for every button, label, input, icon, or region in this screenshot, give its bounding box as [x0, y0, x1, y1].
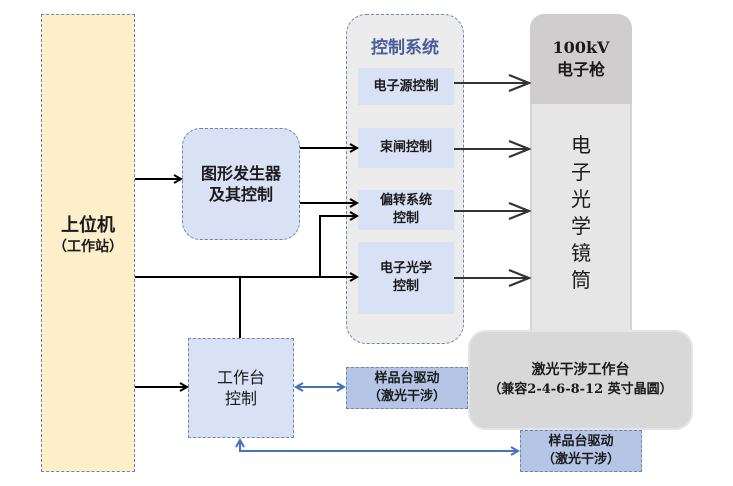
electron-optical-column-block: 电 子 光 学 镜 筒: [530, 104, 632, 354]
electron-gun-voltage: 100kV: [552, 38, 610, 57]
electron-gun-label: 电子枪: [556, 60, 605, 79]
stage-drive-2-line1: 样品台驱动: [548, 434, 614, 449]
pattern-generator-block: 图形发生器 及其控制: [182, 128, 300, 240]
electron-source-control-block: 电子源控制: [358, 68, 454, 105]
stage-drive-1-line1: 样品台驱动: [374, 371, 440, 386]
column-char: 筒: [571, 268, 591, 292]
stage-drive-1-line2: （激光干涉）: [367, 389, 446, 404]
laser-stage-title: 激光干涉工作台: [531, 362, 630, 378]
control-system-title: 控制系统: [371, 38, 439, 58]
deflection-control-line2: 控制: [392, 211, 419, 226]
laser-interferometer-stage-block: 激光干涉工作台 （兼容2-4-6-8-12 英寸晶圆）: [468, 330, 693, 430]
column-char: 镜: [571, 241, 591, 265]
stage-control-block: 工作台 控制: [188, 338, 294, 438]
electron-gun-block: 100kV 电子枪: [530, 14, 632, 104]
column-char: 光: [571, 187, 591, 211]
stage-drive-block-1: 样品台驱动 （激光干涉）: [346, 367, 468, 409]
electron-optics-control-line2: 控制: [392, 279, 419, 294]
arrow-stage-control-to-drive-2: [240, 440, 518, 451]
pattern-generator-line2: 及其控制: [208, 185, 273, 204]
host-computer-block: 上位机 （工作站）: [41, 14, 135, 472]
column-char: 电: [571, 133, 591, 157]
host-subtitle: （工作站）: [53, 239, 123, 255]
beam-blanker-control-block: 束闸控制: [358, 128, 454, 168]
pattern-generator-line1: 图形发生器: [200, 164, 281, 183]
column-char: 子: [571, 160, 591, 184]
stage-drive-block-2: 样品台驱动 （激光干涉）: [520, 430, 642, 472]
laser-stage-subtitle: （兼容2-4-6-8-12 英寸晶圆）: [488, 382, 673, 397]
host-title: 上位机: [61, 215, 115, 236]
stage-control-line2: 控制: [224, 389, 257, 408]
stage-control-line1: 工作台: [216, 368, 265, 387]
column-char: 学: [571, 214, 591, 238]
deflection-control-block: 偏转系统 控制: [358, 190, 454, 230]
electron-optics-control-block: 电子光学 控制: [358, 242, 454, 314]
deflection-control-line1: 偏转系统: [379, 193, 432, 208]
stage-drive-2-line2: （激光干涉）: [541, 452, 620, 467]
beam-blanker-control-label: 束闸控制: [379, 140, 432, 155]
electron-source-control-label: 电子源控制: [373, 78, 439, 94]
electron-optics-control-line1: 电子光学: [379, 261, 432, 276]
